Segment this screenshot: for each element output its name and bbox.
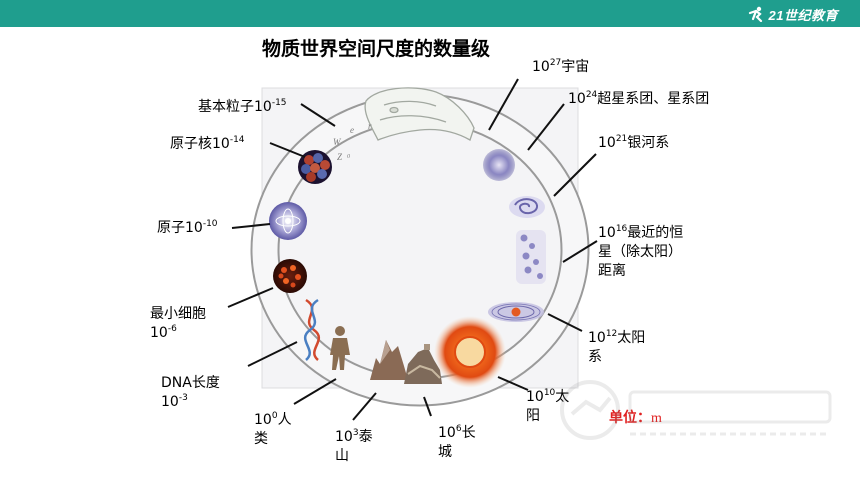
leader-human <box>293 378 337 405</box>
mount-tai-image <box>370 340 408 380</box>
svg-text:r: r <box>368 121 372 131</box>
atom-image <box>269 202 307 240</box>
label-universe: 1027宇宙 <box>532 58 590 76</box>
svg-text:e: e <box>350 125 354 135</box>
solar-system-image <box>488 302 544 322</box>
leader-mount-tai <box>352 392 377 421</box>
page-title: 物质世界空间尺度的数量级 <box>262 38 491 60</box>
star-constellation-image <box>516 230 546 284</box>
leader-universe <box>488 78 519 131</box>
label-star-distance: 1016最近的恒 星（除太阳） 距离 <box>598 224 684 280</box>
galaxy-image <box>509 196 545 218</box>
leader-galaxy <box>553 153 597 197</box>
leader-star-distance <box>562 240 598 263</box>
cell-image <box>273 259 307 293</box>
label-particle: 基本粒子10-15 <box>198 98 287 116</box>
leader-sun <box>497 376 529 391</box>
label-human: 100人 类 <box>254 411 292 448</box>
svg-text:W: W <box>333 137 342 147</box>
snake-head-icon <box>364 87 475 141</box>
label-nucleus: 原子核10-14 <box>170 135 245 153</box>
leader-lines <box>227 78 598 421</box>
great-wall-image <box>404 344 442 384</box>
leader-supercluster <box>527 103 565 151</box>
label-cell: 最小细胞 10-6 <box>150 306 206 341</box>
sun-image <box>434 316 506 388</box>
label-galaxy: 1021银河系 <box>598 134 670 152</box>
leader-great-wall <box>423 396 432 417</box>
brand-name: 21世纪教育 <box>768 7 838 23</box>
label-dna: DNA长度 10-3 <box>161 375 220 410</box>
brand-logo: 21世纪教育 <box>746 4 838 24</box>
human-image <box>330 326 350 370</box>
leader-atom <box>231 223 271 229</box>
unit-label: 单位：m <box>609 410 662 426</box>
leader-particle <box>300 103 336 127</box>
svg-text:0: 0 <box>347 154 350 160</box>
running-figure-icon <box>748 6 762 22</box>
top-banner: 21世纪教育 <box>0 0 860 27</box>
label-solar-system: 1012太阳 系 <box>588 329 646 366</box>
dna-image <box>303 298 321 361</box>
label-supercluster: 1024超星系团、星系团 <box>568 90 710 108</box>
label-mount-tai: 103泰 山 <box>335 428 373 465</box>
label-atom: 原子10-10 <box>157 219 218 237</box>
label-sun: 1010太 阳 <box>526 388 570 425</box>
svg-text:Z: Z <box>337 152 343 162</box>
ring-letters: W e r Z 0 <box>333 121 372 162</box>
label-great-wall: 106长 城 <box>438 424 476 461</box>
leader-nucleus <box>269 142 306 158</box>
nucleus-image <box>298 150 332 184</box>
leader-dna <box>247 341 298 367</box>
leader-cell <box>227 287 274 308</box>
leader-solar-system <box>547 313 583 332</box>
supercluster-image <box>483 149 515 181</box>
